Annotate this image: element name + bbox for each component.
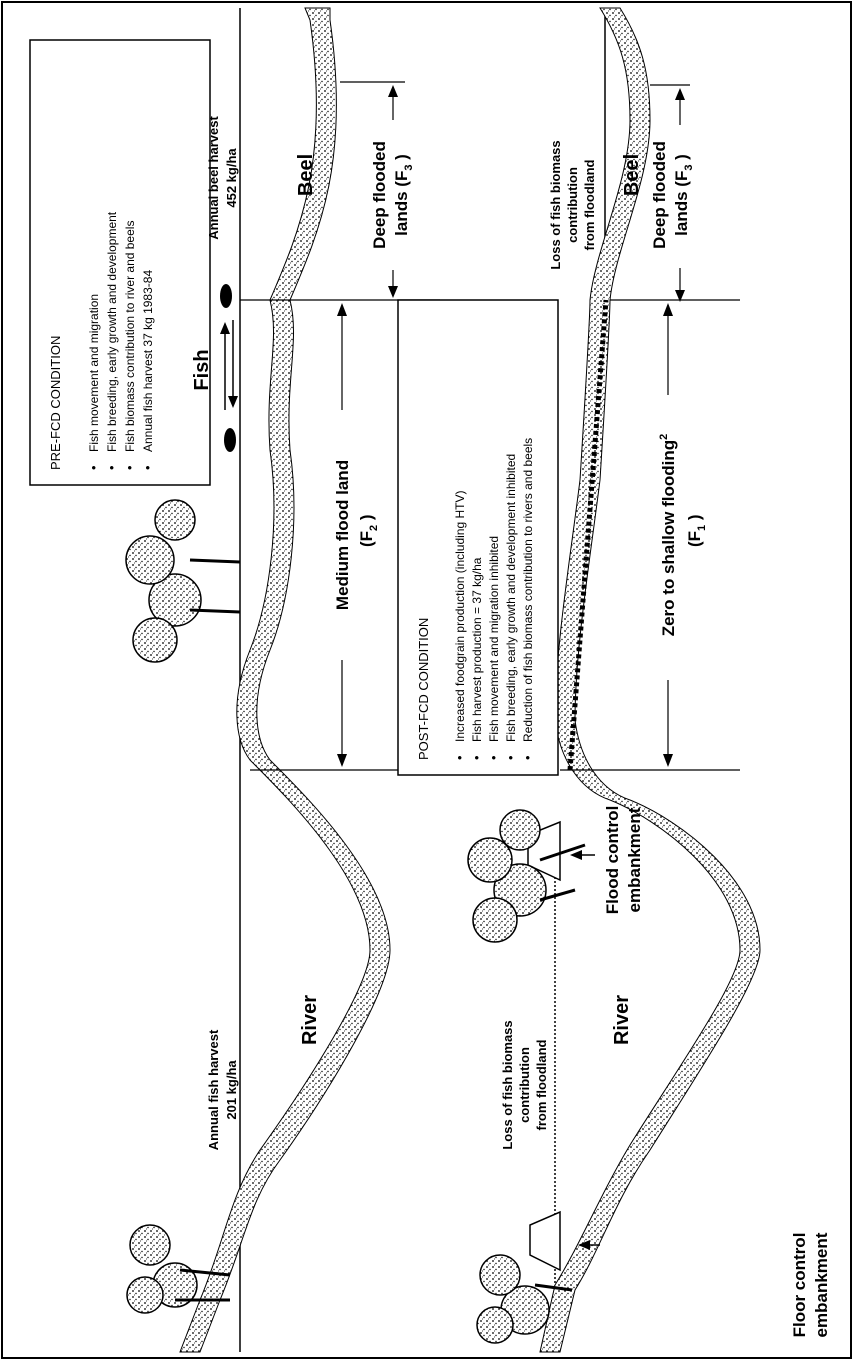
post-deep-flood-1: Deep flooded: [650, 141, 669, 249]
flood-embankment-2: embankment: [625, 807, 644, 912]
medium-flood-code: (F2 ): [357, 514, 380, 547]
pre-river-harvest-2: 201 kg/ha: [224, 1060, 239, 1120]
pre-beel-harvest-1: Annual beel harvest: [206, 116, 221, 240]
post-beel-label: Beel: [621, 154, 643, 196]
floor-embankment-1: Floor control: [790, 1233, 809, 1338]
post-bullet-3: Fish movement and migration inhibited: [487, 536, 501, 742]
post-bullet-2: Fish harvest production = 37 kg/ha: [470, 557, 484, 742]
svg-text:•: •: [104, 465, 119, 470]
svg-text:•: •: [140, 465, 155, 470]
svg-text:•: •: [486, 755, 501, 760]
shallow-flood-label: Zero to shallow flooding2: [658, 434, 678, 637]
post-loss-left-1: Loss of fish biomass: [500, 1020, 515, 1149]
post-bullet-1: Increased foodgrain production (includin…: [453, 491, 467, 742]
fish-icon-left: [224, 428, 236, 452]
pre-bullet-4: Annual fish harvest 37 kg 1983-84: [141, 270, 155, 452]
post-tree-middle: [468, 810, 585, 942]
post-bullet-5: Reduction of fish biomass contribution t…: [521, 438, 535, 742]
flood-embankment-1: Flood control: [603, 806, 622, 915]
shallow-flood-sup: 2: [658, 434, 670, 440]
svg-text:•: •: [452, 755, 467, 760]
pre-fcd-section: PRE-FCD CONDITION • Fish movement and mi…: [30, 8, 440, 1352]
post-loss-right-3: from floodland: [582, 159, 597, 250]
post-river-label: River: [611, 995, 633, 1045]
pre-river-label: River: [299, 995, 321, 1045]
floor-embankment-shape: [530, 1212, 560, 1270]
shallow-flood-code: (F1 ): [685, 514, 708, 547]
post-bullet-4: Fish breeding, early growth and developm…: [504, 454, 518, 742]
fish-label: Fish: [191, 349, 213, 390]
post-fcd-title: POST-FCD CONDITION: [416, 618, 431, 760]
post-loss-left-2: contribution: [517, 1047, 532, 1123]
post-loss-left-3: from floodland: [534, 1039, 549, 1130]
svg-text:•: •: [469, 755, 484, 760]
svg-text:•: •: [520, 755, 535, 760]
floor-embankment-2: embankment: [812, 1232, 831, 1337]
post-fcd-section: POST-FCD CONDITION • Increased foodgrain…: [398, 8, 831, 1352]
post-loss-right-2: contribution: [565, 167, 580, 243]
fish-icon-right: [220, 284, 232, 308]
pre-deep-flood-2: lands (F3 ): [392, 154, 415, 236]
pre-beel-harvest-2: 452 kg/ha: [224, 148, 239, 208]
post-deep-flood-2: lands (F3 ): [672, 154, 695, 236]
pre-tree-middle: [126, 500, 240, 662]
svg-text:•: •: [122, 465, 137, 470]
fish-migration-arrows: [220, 284, 238, 452]
pre-fcd-title: PRE-FCD CONDITION: [48, 336, 63, 470]
post-loss-right-1: Loss of fish biomass: [548, 140, 563, 269]
pre-bullet-2: Fish breeding, early growth and developm…: [105, 211, 119, 452]
pre-deep-flood-1: Deep flooded: [370, 141, 389, 249]
medium-flood-label: Medium flood land: [333, 460, 352, 610]
svg-text:•: •: [86, 465, 101, 470]
pre-beel-label: Beel: [295, 154, 317, 196]
pre-river-harvest-1: Annual fish harvest: [206, 1029, 221, 1150]
svg-text:•: •: [503, 755, 518, 760]
pre-bullet-1: Fish movement and migration: [87, 294, 101, 452]
pre-bullet-3: Fish biomass contribution to river and b…: [123, 221, 137, 452]
